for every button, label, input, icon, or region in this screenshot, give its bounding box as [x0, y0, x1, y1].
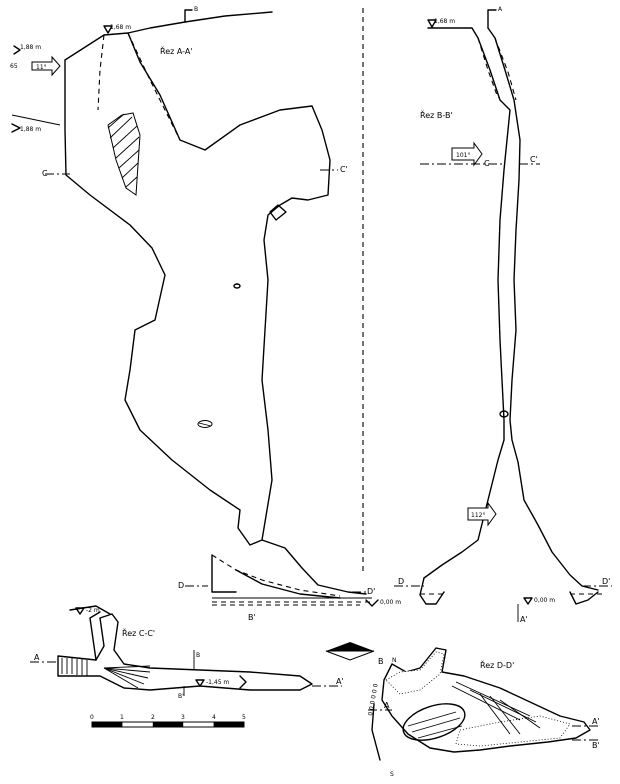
dd-compass-south: S [390, 771, 394, 778]
aa-side-code: 65 [10, 63, 18, 70]
bb-dip-lower: 112° [471, 512, 485, 519]
cc-marker-b: B [196, 652, 200, 659]
section-dd-boulder-lines [407, 711, 463, 739]
section-aa-inner-dashed [97, 32, 181, 141]
dd-marker-b: B [378, 657, 384, 666]
section-aa-hatch-lines [107, 113, 140, 188]
scale-tick-2: 2 [151, 714, 155, 721]
scale-tick-0: 0 [90, 714, 94, 721]
section-cc-entrance-hatch [61, 658, 88, 676]
dd-marker-a-prime: A' [592, 717, 600, 726]
dd-rim-text: 0 0 0 0 0 0 [367, 683, 380, 716]
aa-marker-d: D [178, 581, 184, 590]
scale-tick-1: 1 [120, 714, 124, 721]
scale-tick-3: 3 [181, 714, 185, 721]
section-aa-title: Řez A-A' [160, 46, 193, 56]
section-cc-outline [57, 613, 313, 691]
section-dd-title: Řez D-D' [480, 660, 514, 670]
section-bb-title: Řez B-B' [420, 110, 453, 120]
bb-elevation-bottom: 0,00 m [534, 597, 555, 604]
scale-tick-4: 4 [212, 714, 216, 721]
section-dd: 0 0 0 0 0 0 A A' B' B N S Řez D-D' [367, 647, 600, 778]
bb-marker-a-prime: A' [520, 615, 528, 624]
section-aa-notch [269, 204, 287, 221]
aa-elevation-left-upper: 1,88 m [20, 44, 41, 51]
bb-marker-c: C [484, 159, 490, 168]
cc-marker-b-prime: B' [178, 693, 184, 700]
dd-compass-north: N [392, 657, 397, 664]
section-cc-title: Řez C-C' [122, 628, 155, 638]
cc-marker-a: A [34, 653, 40, 662]
bb-dip-arrow-lower [467, 501, 497, 527]
section-dd-fan-lines [451, 681, 541, 735]
aa-dip-arrow [31, 55, 61, 77]
section-aa-floor-dashed [211, 554, 341, 597]
section-aa-breakdown-hatch [107, 112, 141, 196]
north-arrow [325, 642, 375, 661]
bb-elevation-top: 1,68 m [434, 18, 455, 25]
section-bb-inner-dashed [477, 37, 517, 101]
aa-marker-c-prime: C' [340, 165, 348, 174]
dd-marker-a: A [384, 701, 390, 710]
bb-marker-c-prime: C' [530, 155, 538, 164]
scale-tick-5: 5 [242, 714, 246, 721]
aa-elevation-top: 1,68 m [110, 24, 131, 31]
aa-marker-b-prime: B' [248, 613, 256, 622]
bb-marker-d: D [398, 577, 404, 586]
scale-bar: 0 1 2 3 4 5 [90, 714, 246, 728]
section-aa-outline [64, 11, 367, 595]
section-aa-boulder [197, 420, 213, 428]
bb-marker-d-prime: D' [602, 577, 610, 586]
bb-dip-upper: 101° [456, 152, 470, 159]
bb-dip-arrow-upper [451, 141, 483, 167]
section-dd-boulder-large [402, 703, 466, 741]
section-aa-water [212, 601, 370, 606]
section-bb-outline-left [423, 27, 511, 579]
section-bb-outline-right [487, 27, 599, 591]
cc-elevation-right: -1,45 m [206, 679, 229, 686]
aa-elevation-bottom: 0,00 m [380, 599, 401, 606]
aa-marker-b: B [194, 6, 198, 13]
section-aa-small-pillar [233, 283, 241, 289]
section-bb-boulder [499, 410, 509, 418]
section-cc-flowstone-fan [103, 665, 151, 689]
aa-elevation-left-lower: 1,88 m [20, 126, 41, 133]
bb-marker-a: A [498, 6, 503, 13]
cc-marker-a-prime: A' [336, 677, 344, 686]
section-dd-dotted-upper [385, 651, 571, 747]
section-bb: C C' D D' A A' 1,68 m 0,00 m 101° 112° Ř… [394, 6, 612, 624]
aa-dip-value: 11° [36, 64, 47, 71]
section-aa: C C' D D' B B' 1,68 m 1,88 m 1,88 m 0,00… [10, 6, 401, 622]
cc-elevation-left: -2 m [86, 607, 100, 614]
aa-marker-c: C [42, 169, 48, 178]
aa-marker-d-prime: D' [367, 587, 375, 596]
section-cc: A A' B B' -2 m -1,45 m Řez C-C' [30, 605, 344, 700]
dd-marker-b-prime: B' [592, 741, 600, 750]
